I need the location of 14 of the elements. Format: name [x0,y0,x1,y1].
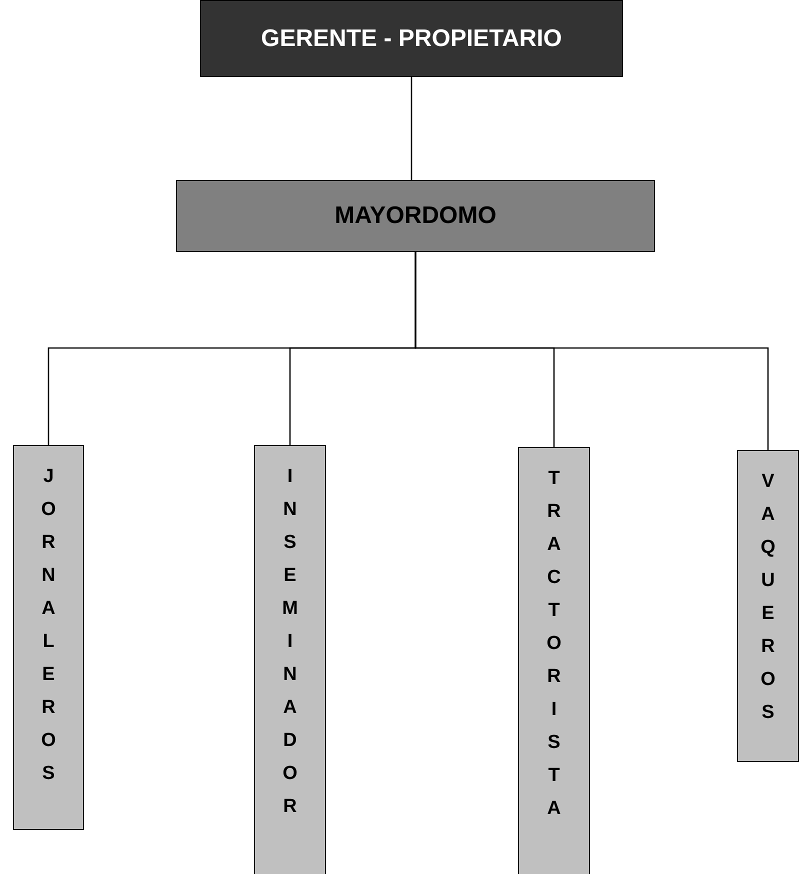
connector-line [410,77,412,180]
title-box [200,0,623,77]
role-label: GERENTE - PROPIETARIO [261,24,562,52]
role-box [518,447,590,874]
role-box [13,445,84,830]
role-label: TRACTORISTA [546,467,562,821]
role-label: MAYORDOMO [334,202,496,230]
connector-line [414,252,769,450]
role-box [254,445,326,874]
role-label: VAQUEROS [760,470,776,725]
role-label: JORNALEROS [40,465,57,786]
role-label: INSEMINADOR [282,465,298,819]
role-box [176,180,655,252]
role-box [737,450,799,762]
